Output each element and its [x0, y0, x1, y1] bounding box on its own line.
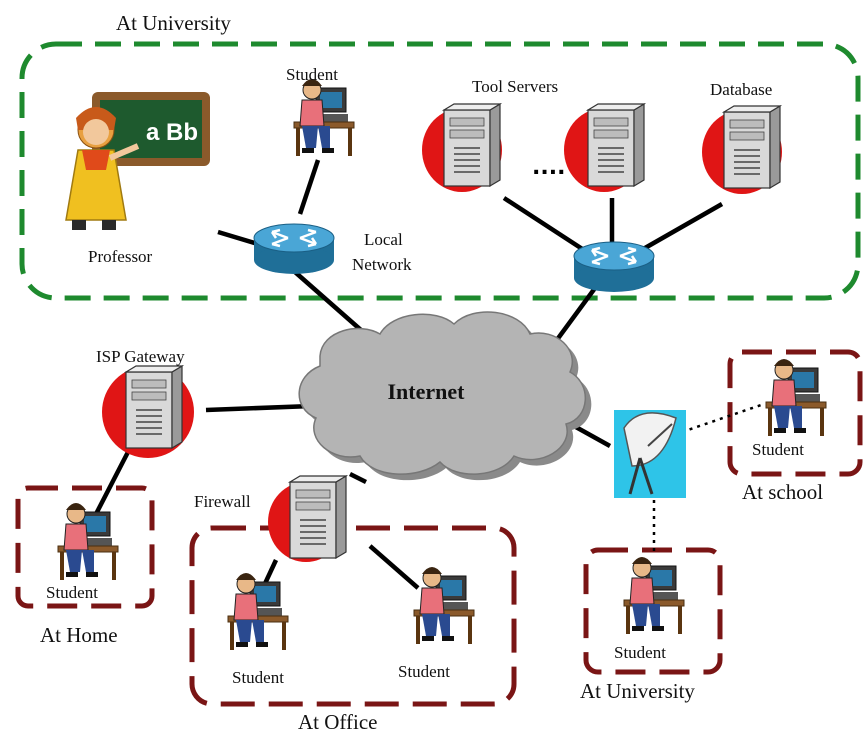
database-label: Database [710, 80, 772, 99]
cloud-icon [298, 311, 592, 481]
ellipsis-label: .... [532, 155, 565, 180]
firewall-label: Firewall [194, 492, 251, 511]
wireless-links [652, 402, 765, 556]
student-computer-icon [622, 555, 686, 636]
satellite-dish-icon [614, 410, 686, 498]
local-label: Local [364, 230, 403, 249]
at-office-label: At Office [298, 710, 378, 733]
at-university-bottom-label: At University [580, 679, 695, 703]
at-home-label: At Home [40, 623, 118, 647]
network-label: Network [352, 255, 412, 274]
at-school-label: At school [742, 480, 823, 504]
student-office-left-label: Student [232, 668, 284, 687]
at-university-top-label: At University [116, 11, 231, 35]
home-boundary [15, 485, 155, 609]
student-computer-icon [226, 571, 290, 652]
student-university-bottom-label: Student [614, 643, 666, 662]
student-top-label: Student [286, 65, 338, 84]
server-icon [564, 103, 645, 192]
router-icon [572, 240, 656, 294]
student-computer-icon [764, 357, 828, 438]
student-computer-icon [292, 77, 356, 158]
server-icon [102, 365, 194, 458]
professor-icon [65, 92, 210, 230]
student-computer-icon [56, 501, 120, 582]
student-school-label: Student [752, 440, 804, 459]
tool-servers-label: Tool Servers [472, 77, 558, 96]
student-home-label: Student [46, 583, 98, 602]
student-computer-icon [412, 565, 476, 646]
server-icon [702, 105, 782, 194]
server-icon [422, 103, 502, 192]
connection-lines [94, 159, 724, 591]
university-boundary [19, 41, 861, 301]
isp-gateway-label: ISP Gateway [96, 347, 185, 366]
chalkboard-text: a Bb [146, 119, 198, 146]
school-boundary [727, 349, 863, 477]
internet-label: Internet [388, 379, 466, 404]
professor-label: Professor [88, 247, 153, 266]
server-icon [268, 475, 347, 562]
student-office-right-label: Student [398, 662, 450, 681]
router-icon [252, 222, 336, 276]
